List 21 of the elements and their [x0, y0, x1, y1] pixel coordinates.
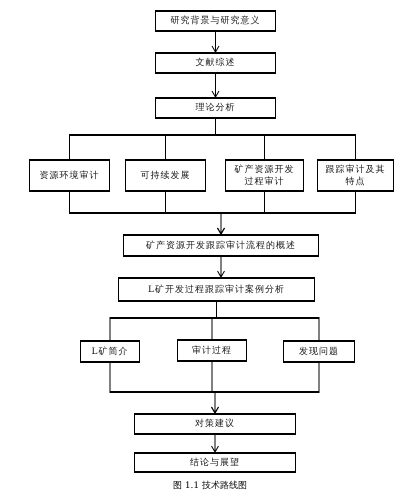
- process-box: 研究背景与研究意义: [155, 10, 276, 32]
- connector-arrow: [217, 256, 225, 278]
- connector-arrow: [211, 434, 219, 452]
- process-box: 可持续发展: [125, 159, 206, 192]
- process-box: 结论与展望: [134, 452, 296, 473]
- process-box: L矿简介: [80, 340, 140, 363]
- process-box: 矿产资源开发跟踪审计流程的概述: [123, 234, 319, 257]
- process-box: 文献综述: [155, 52, 276, 74]
- process-box: 发现问题: [283, 340, 355, 363]
- connector-arrow: [211, 362, 320, 414]
- process-box: 对策建议: [134, 413, 296, 435]
- process-box: 矿产资源开发过程审计: [225, 159, 304, 192]
- connector-arrow: [217, 192, 356, 234]
- connector-arrow: [212, 74, 220, 98]
- process-box: 资源环境审计: [29, 159, 110, 192]
- connector-arrow: [212, 32, 220, 52]
- process-box: 审计过程: [177, 339, 247, 362]
- process-box: 理论分析: [155, 97, 276, 119]
- figure-caption: 图 1.1 技术路线图: [172, 480, 248, 492]
- process-box: L矿开发过程跟踪审计案例分析: [118, 277, 315, 302]
- process-box: 跟踪审计及其特点: [317, 159, 394, 192]
